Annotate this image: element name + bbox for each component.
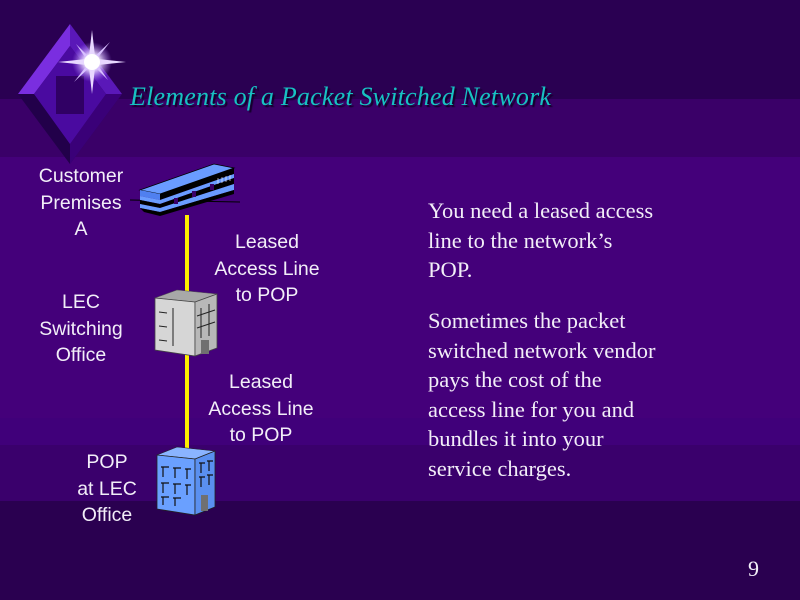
text-line: line to the network’s: [428, 227, 613, 253]
page-number: 9: [748, 556, 759, 581]
label-line: Customer: [38, 165, 124, 187]
label-line: Leased: [235, 231, 299, 253]
text-line: Sometimes the packet: [428, 308, 626, 333]
label-line: Access Line: [208, 397, 314, 420]
body-paragraph: You need a leased access line to the net…: [428, 196, 728, 285]
slide-title: Elements of a Packet Switched Network: [130, 82, 552, 111]
body-paragraph: Sometimes the packet switched network ve…: [428, 306, 728, 483]
text-line: access line for you and: [428, 396, 635, 422]
leased-line-label-lower: Leased Access Line to POP: [194, 369, 328, 449]
label-line: A: [74, 218, 88, 240]
leased-line-label-upper: Leased Access Line to POP: [200, 229, 334, 309]
label-line: Premises: [40, 191, 122, 214]
label-line: LEC: [62, 291, 100, 313]
text-line: pays the cost of the: [428, 367, 602, 392]
label-line: Office: [55, 344, 107, 366]
blue-building-icon: [156, 446, 216, 516]
office-building-icon: [130, 163, 240, 216]
label-line: POP: [86, 451, 128, 473]
label-line: Leased: [229, 371, 293, 393]
text-line: bundles it into your: [428, 426, 604, 451]
text-line: service charges.: [428, 455, 572, 481]
text-line: switched network vendor: [428, 337, 656, 363]
customer-premises-label: Customer Premises A: [22, 163, 140, 243]
label-line: at LEC: [77, 477, 137, 500]
label-line: Switching: [39, 317, 123, 340]
label-line: to POP: [235, 284, 299, 306]
text-line: You need a leased access: [428, 198, 654, 223]
label-line: Access Line: [214, 257, 320, 280]
label-line: Office: [81, 504, 133, 526]
diamond-star-icon: [18, 24, 126, 164]
lec-switching-office-label: LEC Switching Office: [22, 289, 140, 369]
gray-building-icon: [154, 289, 218, 357]
label-line: to POP: [229, 424, 293, 446]
pop-office-label: POP at LEC Office: [56, 449, 158, 529]
text-line: POP.: [428, 257, 473, 282]
